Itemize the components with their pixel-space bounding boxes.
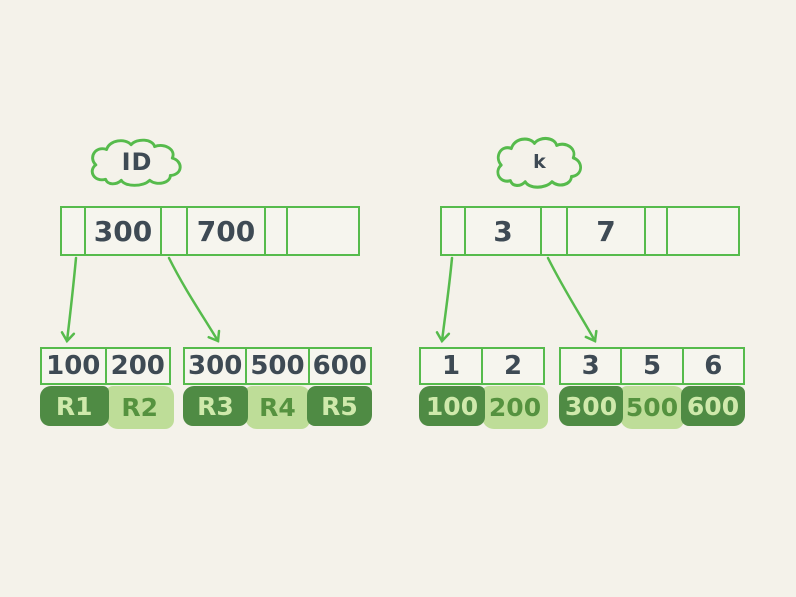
record-block: 100	[419, 386, 485, 426]
record-block: R2	[105, 386, 174, 429]
arrow	[546, 256, 598, 343]
cloud-label-k: k	[492, 134, 588, 190]
leaf-node: 100 200 R1 R2	[40, 347, 174, 429]
leaf-key-cell: 300	[185, 349, 248, 383]
leaf-key-row: 300 500 600	[183, 347, 372, 385]
empty-cell	[668, 208, 738, 254]
record-block: R1	[40, 386, 109, 426]
record-block: R3	[183, 386, 248, 426]
arrow	[167, 256, 221, 343]
leaf-key-cell: 3	[561, 349, 623, 383]
arrow	[60, 256, 78, 344]
cloud-text: k	[533, 151, 547, 173]
record-block: R5	[307, 386, 372, 426]
root-node-id: 300 700	[60, 206, 360, 256]
record-row: 300 500 600	[559, 386, 745, 429]
leaf-key-cell: 200	[110, 351, 165, 381]
pointer-cell	[542, 208, 568, 254]
record-block: R4	[245, 386, 310, 429]
key-cell: 700	[188, 208, 266, 254]
cloud-text: ID	[121, 148, 153, 176]
leaf-key-row: 100 200	[40, 347, 171, 385]
leaf-key-cell: 6	[704, 351, 723, 381]
cloud-icon	[90, 138, 182, 187]
arrow	[435, 256, 454, 344]
root-node-k: 3 7	[440, 206, 740, 256]
leaf-key-row: 1 2	[419, 347, 545, 385]
pointer-cell	[646, 208, 668, 254]
record-row: R3 R4 R5	[183, 386, 372, 429]
leaf-key-cell: 100	[42, 349, 107, 383]
leaf-node: 1 2 100 200	[419, 347, 548, 429]
cloud-label-id: ID	[86, 136, 188, 188]
cloud-icon	[496, 136, 582, 189]
pointer-cell	[442, 208, 466, 254]
leaf-node: 3 5 6 300 500 600	[559, 347, 745, 429]
record-row: 100 200	[419, 386, 548, 429]
key-cell: 300	[86, 208, 162, 254]
leaf-key-cell: 500	[247, 349, 310, 383]
key-cell: 3	[466, 208, 542, 254]
key-cell: 7	[568, 208, 646, 254]
pointer-cell	[266, 208, 288, 254]
leaf-key-row: 3 5 6	[559, 347, 745, 385]
record-row: R1 R2	[40, 386, 174, 429]
record-block: 200	[482, 386, 548, 429]
leaf-node: 300 500 600 R3 R4 R5	[183, 347, 372, 429]
leaf-key-cell: 1	[421, 349, 483, 383]
empty-cell	[288, 208, 358, 254]
pointer-cell	[162, 208, 188, 254]
record-block: 300	[559, 386, 623, 426]
leaf-key-cell: 5	[622, 349, 684, 383]
record-block: 600	[681, 386, 745, 426]
record-block: 500	[620, 386, 684, 429]
leaf-key-cell: 600	[312, 351, 367, 381]
pointer-cell	[62, 208, 86, 254]
leaf-key-cell: 2	[503, 351, 523, 381]
